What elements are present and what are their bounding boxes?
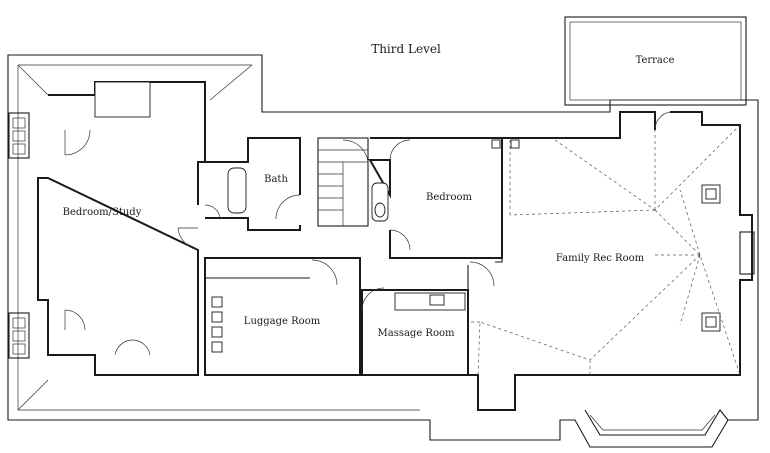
terrace: Terrace (564, 16, 747, 106)
massage-room-label: Massage Room (378, 328, 455, 339)
bedroom-label: Bedroom (426, 192, 472, 203)
roof-outline (7, 54, 759, 448)
bedroom-study-label: Bedroom/Study (63, 207, 142, 218)
luggage-room-label: Luggage Room (244, 316, 321, 327)
terrace-label: Terrace (636, 55, 675, 66)
family-rec-room-label: Family Rec Room (556, 253, 645, 264)
bedroom-study: Bedroom/Study (8, 81, 206, 376)
luggage-room: Luggage Room (204, 257, 361, 376)
plan-title: Third Level (371, 42, 441, 56)
bay-window (584, 409, 729, 436)
family-rec-room: Family Rec Room (467, 111, 755, 411)
bedroom: Bedroom (368, 137, 520, 259)
hall-doors (177, 204, 221, 251)
bath: Bath (205, 137, 301, 231)
massage-room: Massage Room (361, 287, 469, 376)
stair (317, 137, 369, 227)
bath-label: Bath (264, 174, 288, 185)
